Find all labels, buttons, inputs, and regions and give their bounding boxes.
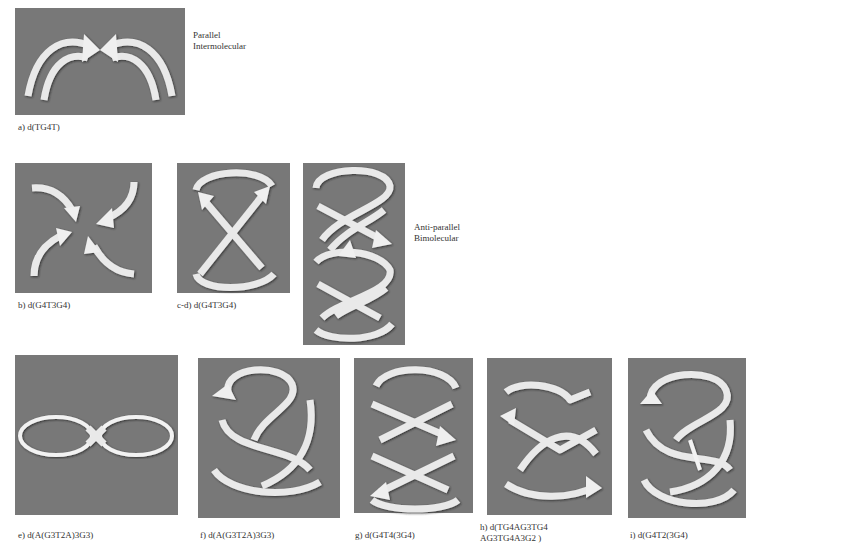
structure-type-label: Anti-parallel Bimolecular [414,222,492,244]
structure-panel [177,163,290,293]
panel-caption: e) d(A(G3T2A)3G3) [18,530,188,541]
ribbon-structure [212,370,320,493]
structure-panel [354,358,473,513]
structure-panel [15,8,185,115]
ribbon-structure [20,417,172,455]
panel-caption: b) d(G4T3G4) [18,300,158,311]
ribbon-structure [28,34,172,100]
structure-type-label: Parallel Intermolecular [193,30,265,52]
ribbon-structure [500,385,602,498]
structure-panel [303,163,405,345]
panel-caption: f) d(A(G3T2A)3G3) [200,530,350,541]
structure-panel [15,355,178,515]
panel-caption: a) d(TG4T) [18,122,178,133]
ribbon-structure [640,374,734,503]
panel-caption: i) d(G4T2(3G4) [630,530,760,541]
ribbon-structure [316,170,392,338]
panel-caption: h) d(TG4AG3TG4 AG3TG4A3G2 ) [480,522,574,544]
panel-caption: c-d) d(G4T3G4) [177,300,317,311]
ribbon-structure [370,370,458,509]
structure-panel [628,358,746,518]
ribbon-structure [196,173,274,288]
structure-panel [487,358,612,515]
ribbon-structure [32,182,134,276]
structure-panel [15,163,152,293]
panel-caption: g) d(G4T4(3G4) [355,530,483,541]
structure-panel [198,358,340,518]
